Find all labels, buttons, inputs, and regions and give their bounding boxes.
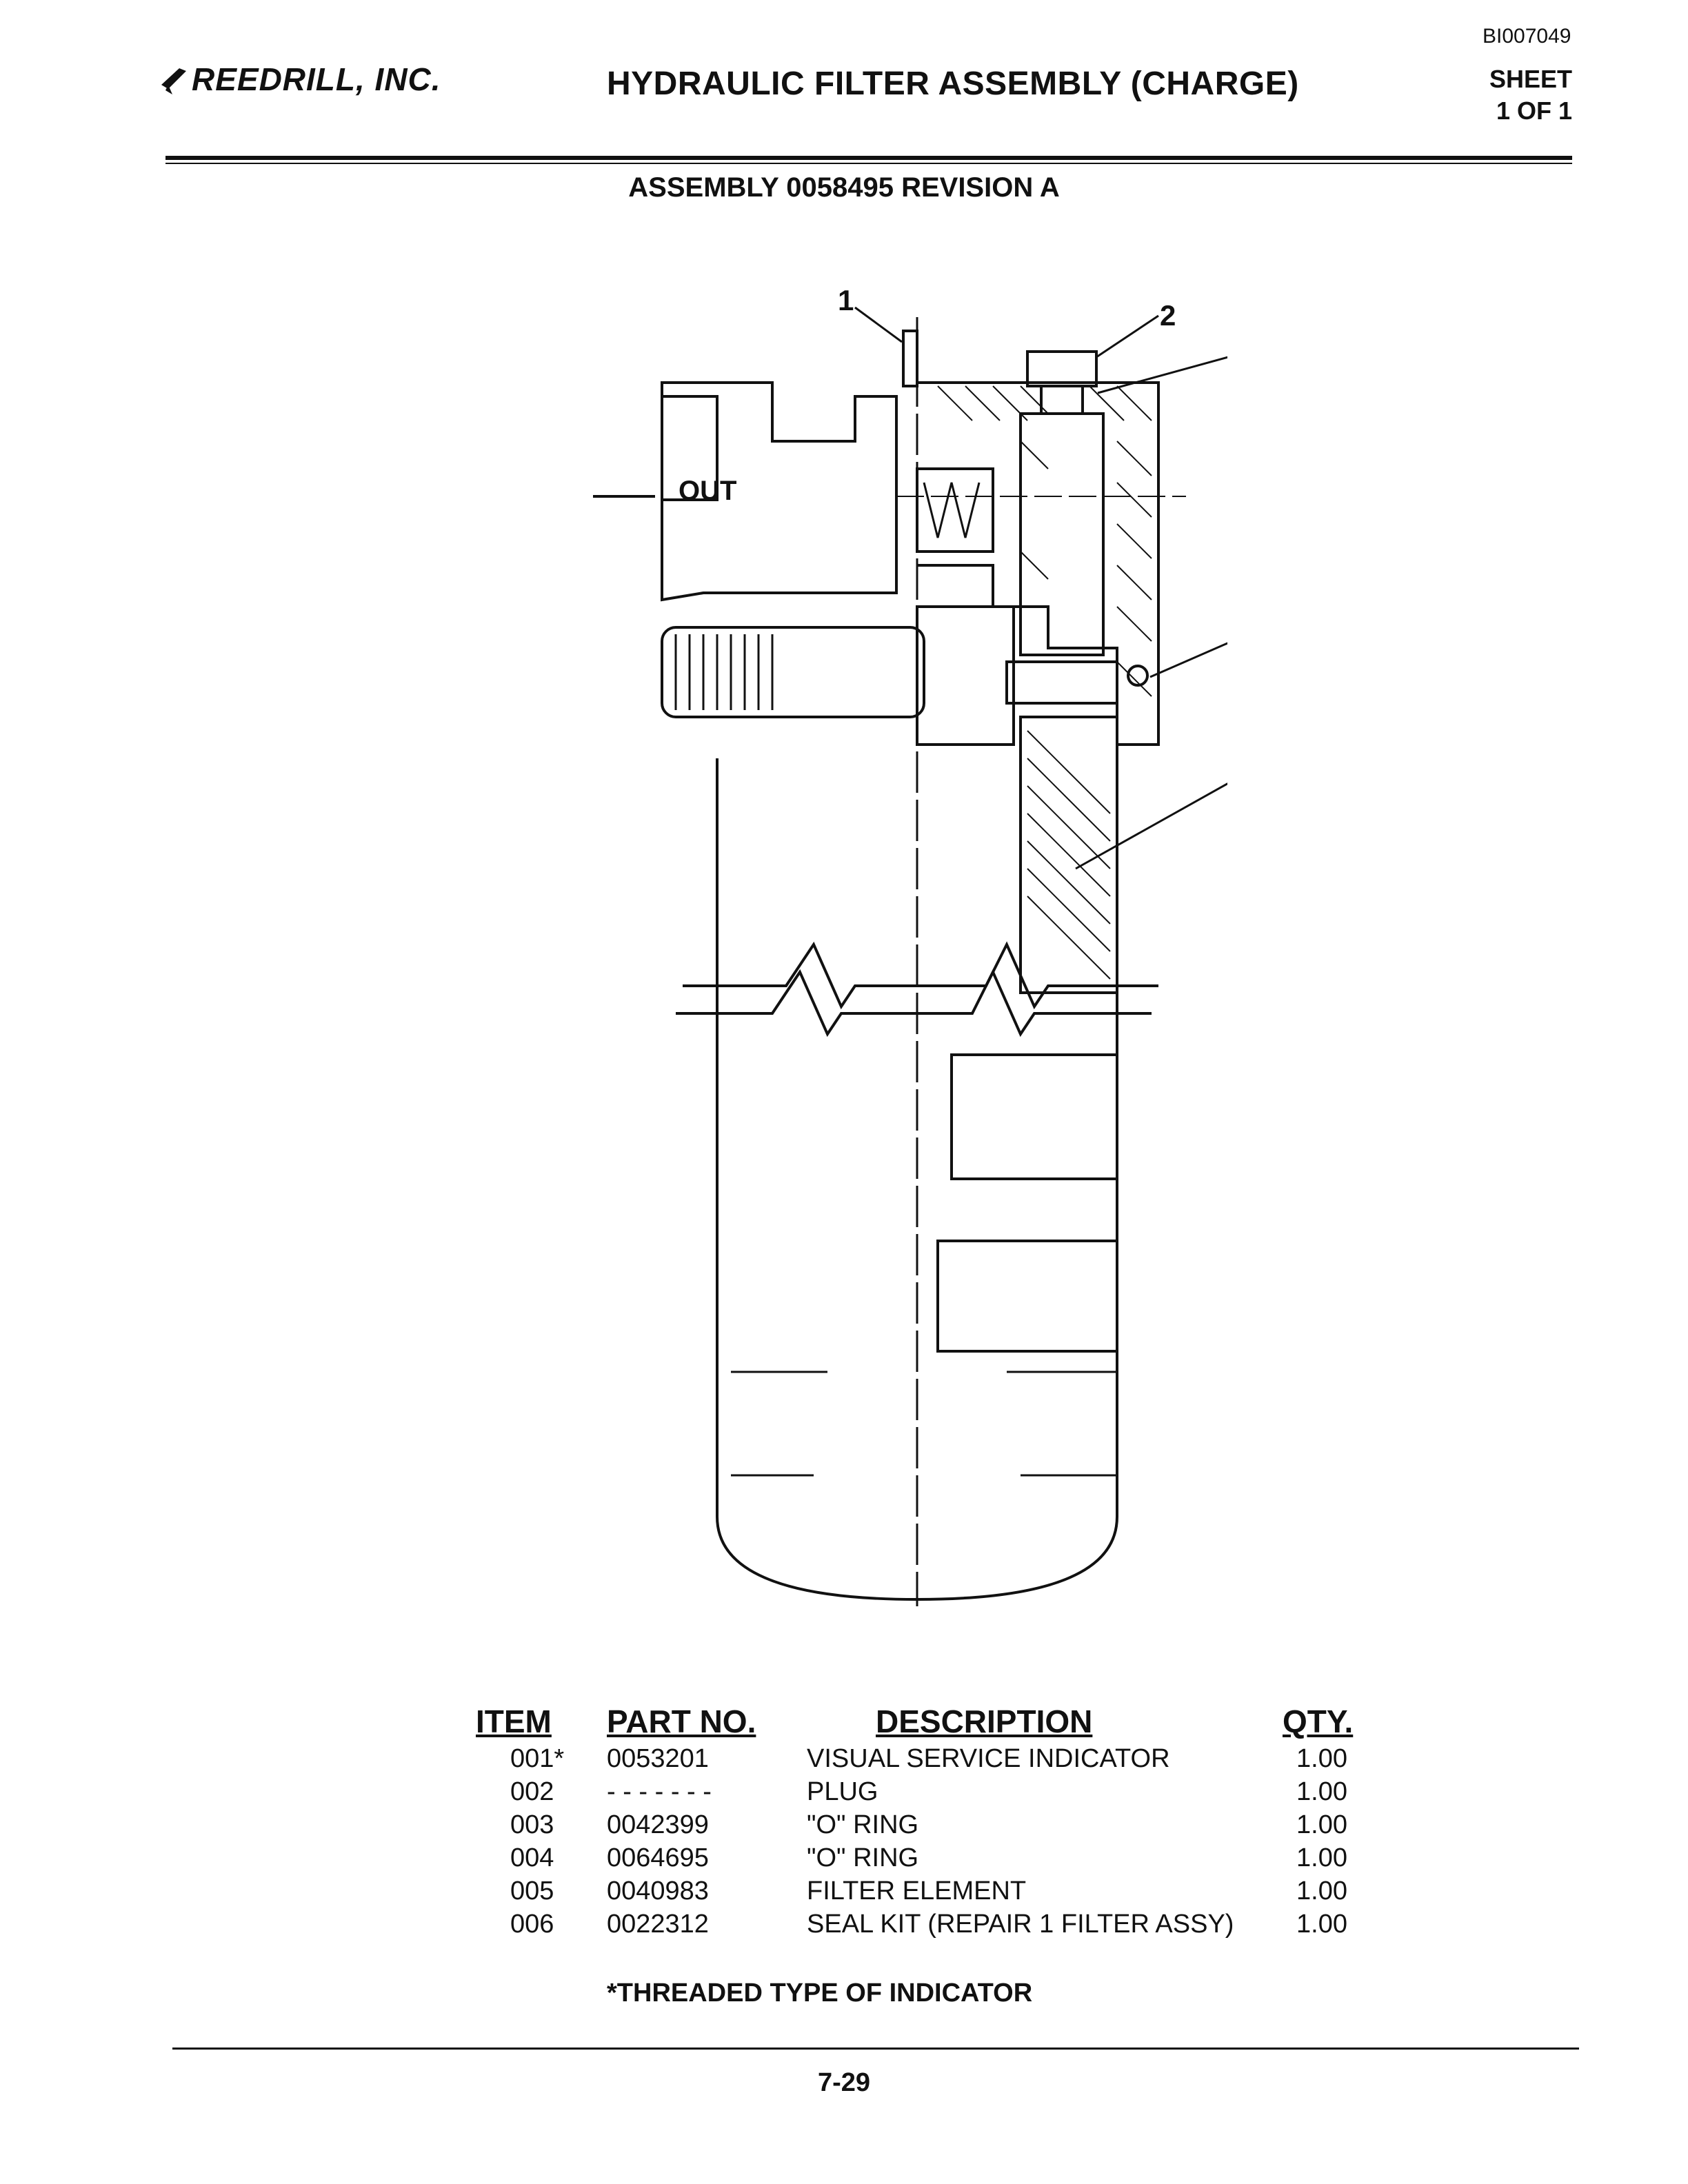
sheet-info: SHEET 1 OF 1	[1462, 63, 1572, 127]
assembly-number: ASSEMBLY 0058495 REVISION A	[628, 172, 1060, 203]
table-row: 004 0064695 "O" RING 1.00	[448, 1843, 1414, 1877]
company-name: REEDRILL, INC.	[192, 61, 441, 97]
header-rule-thin	[165, 163, 1572, 164]
column-header-item: ITEM	[476, 1703, 552, 1739]
callout-1: 1	[838, 284, 854, 316]
table-row: 002 - - - - - - - PLUG 1.00	[448, 1777, 1414, 1810]
qty-cell: 1.00	[1296, 1877, 1347, 1905]
page-title: HYDRAULIC FILTER ASSEMBLY (CHARGE)	[607, 65, 1299, 102]
part-no-cell: - - - - - - -	[607, 1777, 712, 1806]
description-cell: SEAL KIT (REPAIR 1 FILTER ASSY)	[807, 1910, 1234, 1939]
callout-2: 2	[1160, 299, 1176, 332]
item-cell: 004	[510, 1843, 554, 1872]
drill-bit-icon	[161, 68, 186, 94]
part-no-cell: 0053201	[607, 1744, 709, 1773]
company-logo: REEDRILL, INC.	[159, 61, 441, 98]
column-header-description: DESCRIPTION	[876, 1703, 1093, 1739]
qty-cell: 1.00	[1296, 1843, 1347, 1872]
column-header-qty: QTY.	[1283, 1703, 1354, 1739]
description-cell: VISUAL SERVICE INDICATOR	[807, 1744, 1170, 1773]
table-row: 003 0042399 "O" RING 1.00	[448, 1810, 1414, 1843]
description-cell: "O" RING	[807, 1810, 919, 1839]
item-cell: 003	[510, 1810, 554, 1839]
item-cell: 001*	[510, 1744, 565, 1773]
filter-assembly-drawing: OUT 1 2 3 4 5	[593, 284, 1227, 1606]
item-cell: 002	[510, 1777, 554, 1806]
page-number: 7-29	[817, 2068, 871, 2097]
table-row: 001* 0053201 VISUAL SERVICE INDICATOR 1.…	[448, 1744, 1414, 1777]
footnote: *THREADED TYPE OF INDICATOR	[607, 1979, 1033, 2008]
description-cell: "O" RING	[807, 1843, 919, 1872]
description-cell: PLUG	[807, 1777, 878, 1806]
footer-rule	[172, 2048, 1579, 2050]
qty-cell: 1.00	[1296, 1810, 1347, 1839]
part-no-cell: 0042399	[607, 1810, 709, 1839]
qty-cell: 1.00	[1296, 1777, 1347, 1806]
item-cell: 005	[510, 1877, 554, 1905]
part-no-cell: 0022312	[607, 1910, 709, 1939]
part-no-cell: 0040983	[607, 1877, 709, 1905]
header-rule-thick	[165, 156, 1572, 160]
table-row: 006 0022312 SEAL KIT (REPAIR 1 FILTER AS…	[448, 1910, 1414, 1943]
sheet-value: 1 OF 1	[1496, 97, 1572, 125]
description-cell: FILTER ELEMENT	[807, 1877, 1027, 1905]
part-no-cell: 0064695	[607, 1843, 709, 1872]
table-row: 005 0040983 FILTER ELEMENT 1.00	[448, 1877, 1414, 1910]
sheet-label: SHEET	[1489, 65, 1572, 93]
item-cell: 006	[510, 1910, 554, 1939]
qty-cell: 1.00	[1296, 1744, 1347, 1773]
column-header-part-no: PART NO.	[607, 1703, 756, 1739]
qty-cell: 1.00	[1296, 1910, 1347, 1939]
document-id: BI007049	[1483, 25, 1571, 48]
port-label-out: OUT	[679, 476, 736, 506]
